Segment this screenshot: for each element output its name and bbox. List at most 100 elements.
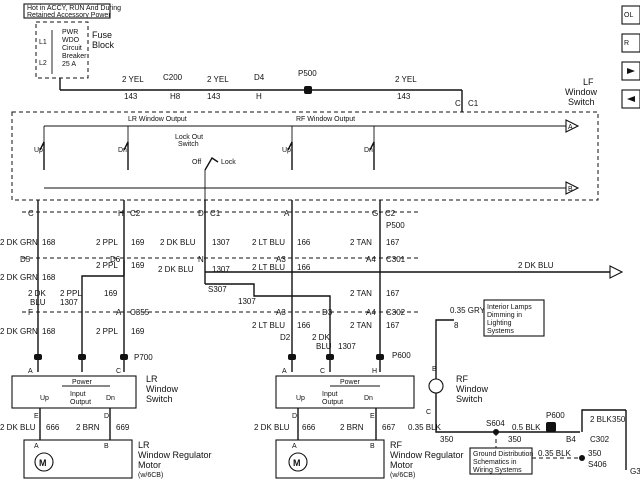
fuse-l1: L1 (39, 39, 47, 46)
lr-motor-title-3: Motor (138, 460, 161, 470)
rf-motor-note: (w/6CB) (390, 472, 415, 479)
rf-output: Output (322, 399, 343, 406)
rf-switch-title-1: RF (456, 374, 468, 384)
lr-motor-title-2: Window Regulator (138, 450, 212, 460)
row1-c: C (28, 209, 34, 218)
rf-dn-switch (369, 141, 375, 170)
rf-input: Input (322, 391, 338, 398)
rf-pin-h: H (372, 368, 377, 375)
lr-switch-title-2: Window (146, 384, 179, 394)
dkblu-5b: BLU (316, 342, 332, 351)
rf-motor-title-2: Window Regulator (390, 450, 464, 460)
rf-motor-gauge-a: 2 DK BLU (254, 423, 290, 432)
ppl-1c: 169 (131, 238, 145, 247)
fuse-block-title-1: Fuse (92, 30, 112, 40)
ltblu-1: 2 LT BLU (252, 238, 285, 247)
lockout-label-2: Switch (178, 141, 199, 148)
ltblu-2c: 166 (297, 263, 311, 272)
lr-window-motor: 2 DK BLU 666 2 BRN 669 A B M LR Window R… (0, 423, 212, 479)
row2-d6: D6 (110, 255, 121, 264)
feed-gauge-2: 2 YEL (207, 75, 229, 84)
lr-dn-label: Dn (118, 147, 127, 154)
row1-p500: P500 (386, 221, 405, 230)
lr-motor-circuit-a: 666 (46, 423, 60, 432)
lockout-switch (204, 157, 219, 171)
breaker-line-1: PWR (62, 29, 78, 36)
ground-blk-2: 0.5 BLK (512, 423, 541, 432)
lf-switch-title-2: Window (565, 87, 598, 97)
lockout-off: Off (192, 159, 201, 166)
row3-f: F (28, 308, 33, 317)
ground-s406: S406 (588, 460, 607, 469)
ground-p600: P600 (546, 411, 565, 420)
conn-p600: P600 (392, 351, 411, 360)
dkblu-right: 2 DK BLU (518, 261, 554, 270)
rf-switch-box (275, 375, 415, 409)
legend-icons: OL R (621, 5, 640, 109)
breaker-line-5: 25 A (62, 61, 76, 68)
rf-output-label: RF Window Output (296, 116, 355, 123)
ltblu-2: 2 LT BLU (252, 263, 285, 272)
p600-dot-3 (376, 354, 384, 360)
s406-splice (579, 455, 585, 461)
conn-d4: D4 (254, 73, 265, 82)
row2-d5: D5 (20, 255, 31, 264)
p700-dot-1 (34, 354, 42, 360)
dkblu-5: 2 DK (312, 333, 330, 342)
rf-switch-title-2: Window (456, 384, 489, 394)
rf-switch-title-3: Switch (456, 394, 483, 404)
dkblu-2: 2 DK BLU (158, 265, 194, 274)
ppl-4: 2 PPL (96, 327, 118, 336)
lr-switch-title-3: Switch (146, 394, 173, 404)
dkblu-1c: 1307 (212, 238, 230, 247)
gry-wire (435, 319, 454, 379)
dkgrn-4: 2 DK GRN (0, 327, 38, 336)
ground-blk-1: 0.35 BLK (408, 423, 442, 432)
lamps-line-1: Interior Lamps (487, 304, 532, 311)
feed-gauge-1: 2 YEL (122, 75, 144, 84)
rf-motor-title-3: Motor (390, 460, 413, 470)
rf-motor-title-1: RF (390, 440, 402, 450)
dkblu-3b: BLU (30, 298, 46, 307)
ground-blk-1c: 350 (440, 435, 454, 444)
tan-4: 2 TAN (350, 321, 372, 330)
lr-motor-gauge-a: 2 DK BLU (0, 423, 36, 432)
svg-text:M: M (39, 458, 47, 468)
row3-a4: A4 (366, 308, 376, 317)
ro-icon (621, 33, 640, 53)
lr-output-label: LR Window Output (128, 116, 187, 123)
row2-n: N (198, 255, 204, 264)
row1-c2b: C2 (385, 209, 396, 218)
lamps-line-4: Systems (487, 328, 514, 335)
dkblu-2c: 1307 (212, 265, 230, 274)
ppl-3c: 169 (104, 289, 118, 298)
hot-note-box (23, 3, 111, 19)
dkblu-arrow (609, 265, 624, 279)
rf-window-motor: 2 DK BLU 666 2 BRN 667 A B M RF Window R… (254, 423, 464, 479)
gry-circuit: 8 (454, 321, 459, 330)
hot-note-line-2: Retained Accessory Power (27, 12, 111, 19)
lr-pin-c: C (116, 368, 121, 375)
rf-motor-icon (288, 452, 308, 472)
ground-dist-box (469, 447, 533, 475)
rf-illum-icon (428, 378, 444, 394)
hot-note-line-1: Hot in ACCY, RUN And During (27, 5, 121, 12)
interior-lamps-ref: 0.35 GRY 8 Interior Lamps Dimming in Lig… (450, 299, 545, 337)
lr-dn-switch (123, 141, 129, 170)
gry-label: 0.35 GRY (450, 306, 486, 315)
lf-window-switch: LF Window Switch LR Window Output RF Win… (11, 77, 599, 212)
ltblu-4: 2 LT BLU (252, 321, 285, 330)
ppl-2: 2 PPL (96, 261, 118, 270)
row2-a4: A4 (366, 255, 376, 264)
lr-up-label: Up (34, 147, 43, 154)
conn-c200: C200 (163, 73, 183, 82)
lr-dn: Dn (106, 395, 115, 402)
dkblu-5c: 1307 (338, 342, 356, 351)
lr-pin-e: E (34, 413, 39, 420)
dkgrn-1c: 168 (42, 238, 56, 247)
ground-c302: C302 (590, 435, 610, 444)
lr-output: Output (70, 399, 91, 406)
lr-input: Input (70, 391, 86, 398)
lr-power: Power (72, 379, 93, 386)
